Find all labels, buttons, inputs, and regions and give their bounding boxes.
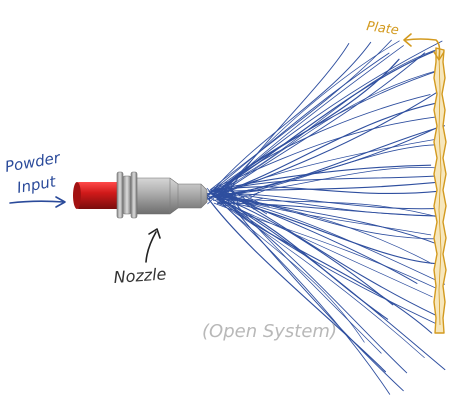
spray-line <box>219 192 234 208</box>
spray-line <box>214 196 237 213</box>
spray-line <box>216 179 233 207</box>
nozzle-body <box>136 177 208 215</box>
nozzle-label: Nozzle <box>113 228 167 287</box>
spray-line <box>218 94 431 191</box>
spray-line <box>205 52 390 197</box>
spray-line <box>222 187 382 354</box>
spray-line <box>211 189 250 195</box>
spray-line <box>205 194 425 358</box>
spray-line <box>210 182 436 193</box>
system-label: (Open System) <box>202 321 337 342</box>
plate-label: Plate <box>365 19 445 61</box>
spray-line <box>219 69 441 193</box>
spray-line <box>205 195 386 373</box>
plate-label-text: Plate <box>365 19 399 38</box>
spray-line <box>215 189 255 210</box>
spray-line <box>218 193 446 210</box>
arrow-up-icon <box>145 228 161 263</box>
spray-line <box>217 191 260 204</box>
spray-line <box>208 190 391 395</box>
powder-input-label: Powder Input <box>4 148 66 208</box>
spray-line <box>210 116 440 190</box>
spray-line <box>218 187 239 209</box>
powder-input-cylinder <box>73 182 123 209</box>
plate <box>433 47 447 334</box>
nozzle-flange <box>116 171 138 219</box>
spray-line <box>216 202 442 217</box>
spray-line <box>217 194 437 324</box>
arrow-right-curved-icon <box>403 33 445 61</box>
spray-line <box>204 92 438 201</box>
spray-line <box>221 43 350 204</box>
spray-line <box>221 50 435 189</box>
spray-line <box>217 189 266 200</box>
spray-line <box>221 52 426 194</box>
spray-line <box>221 201 442 265</box>
powder-label-line2: Input <box>16 172 58 197</box>
spray-line <box>210 39 392 190</box>
spray-line <box>208 41 372 196</box>
spray-line <box>206 68 444 197</box>
nozzle-label-text: Nozzle <box>113 264 167 287</box>
arrow-right-icon <box>9 196 66 208</box>
nozzle-assembly <box>73 171 208 219</box>
spray-line <box>212 192 268 215</box>
spray-line <box>213 199 270 207</box>
powder-spray-lines <box>204 39 446 395</box>
spray-line <box>211 179 237 191</box>
